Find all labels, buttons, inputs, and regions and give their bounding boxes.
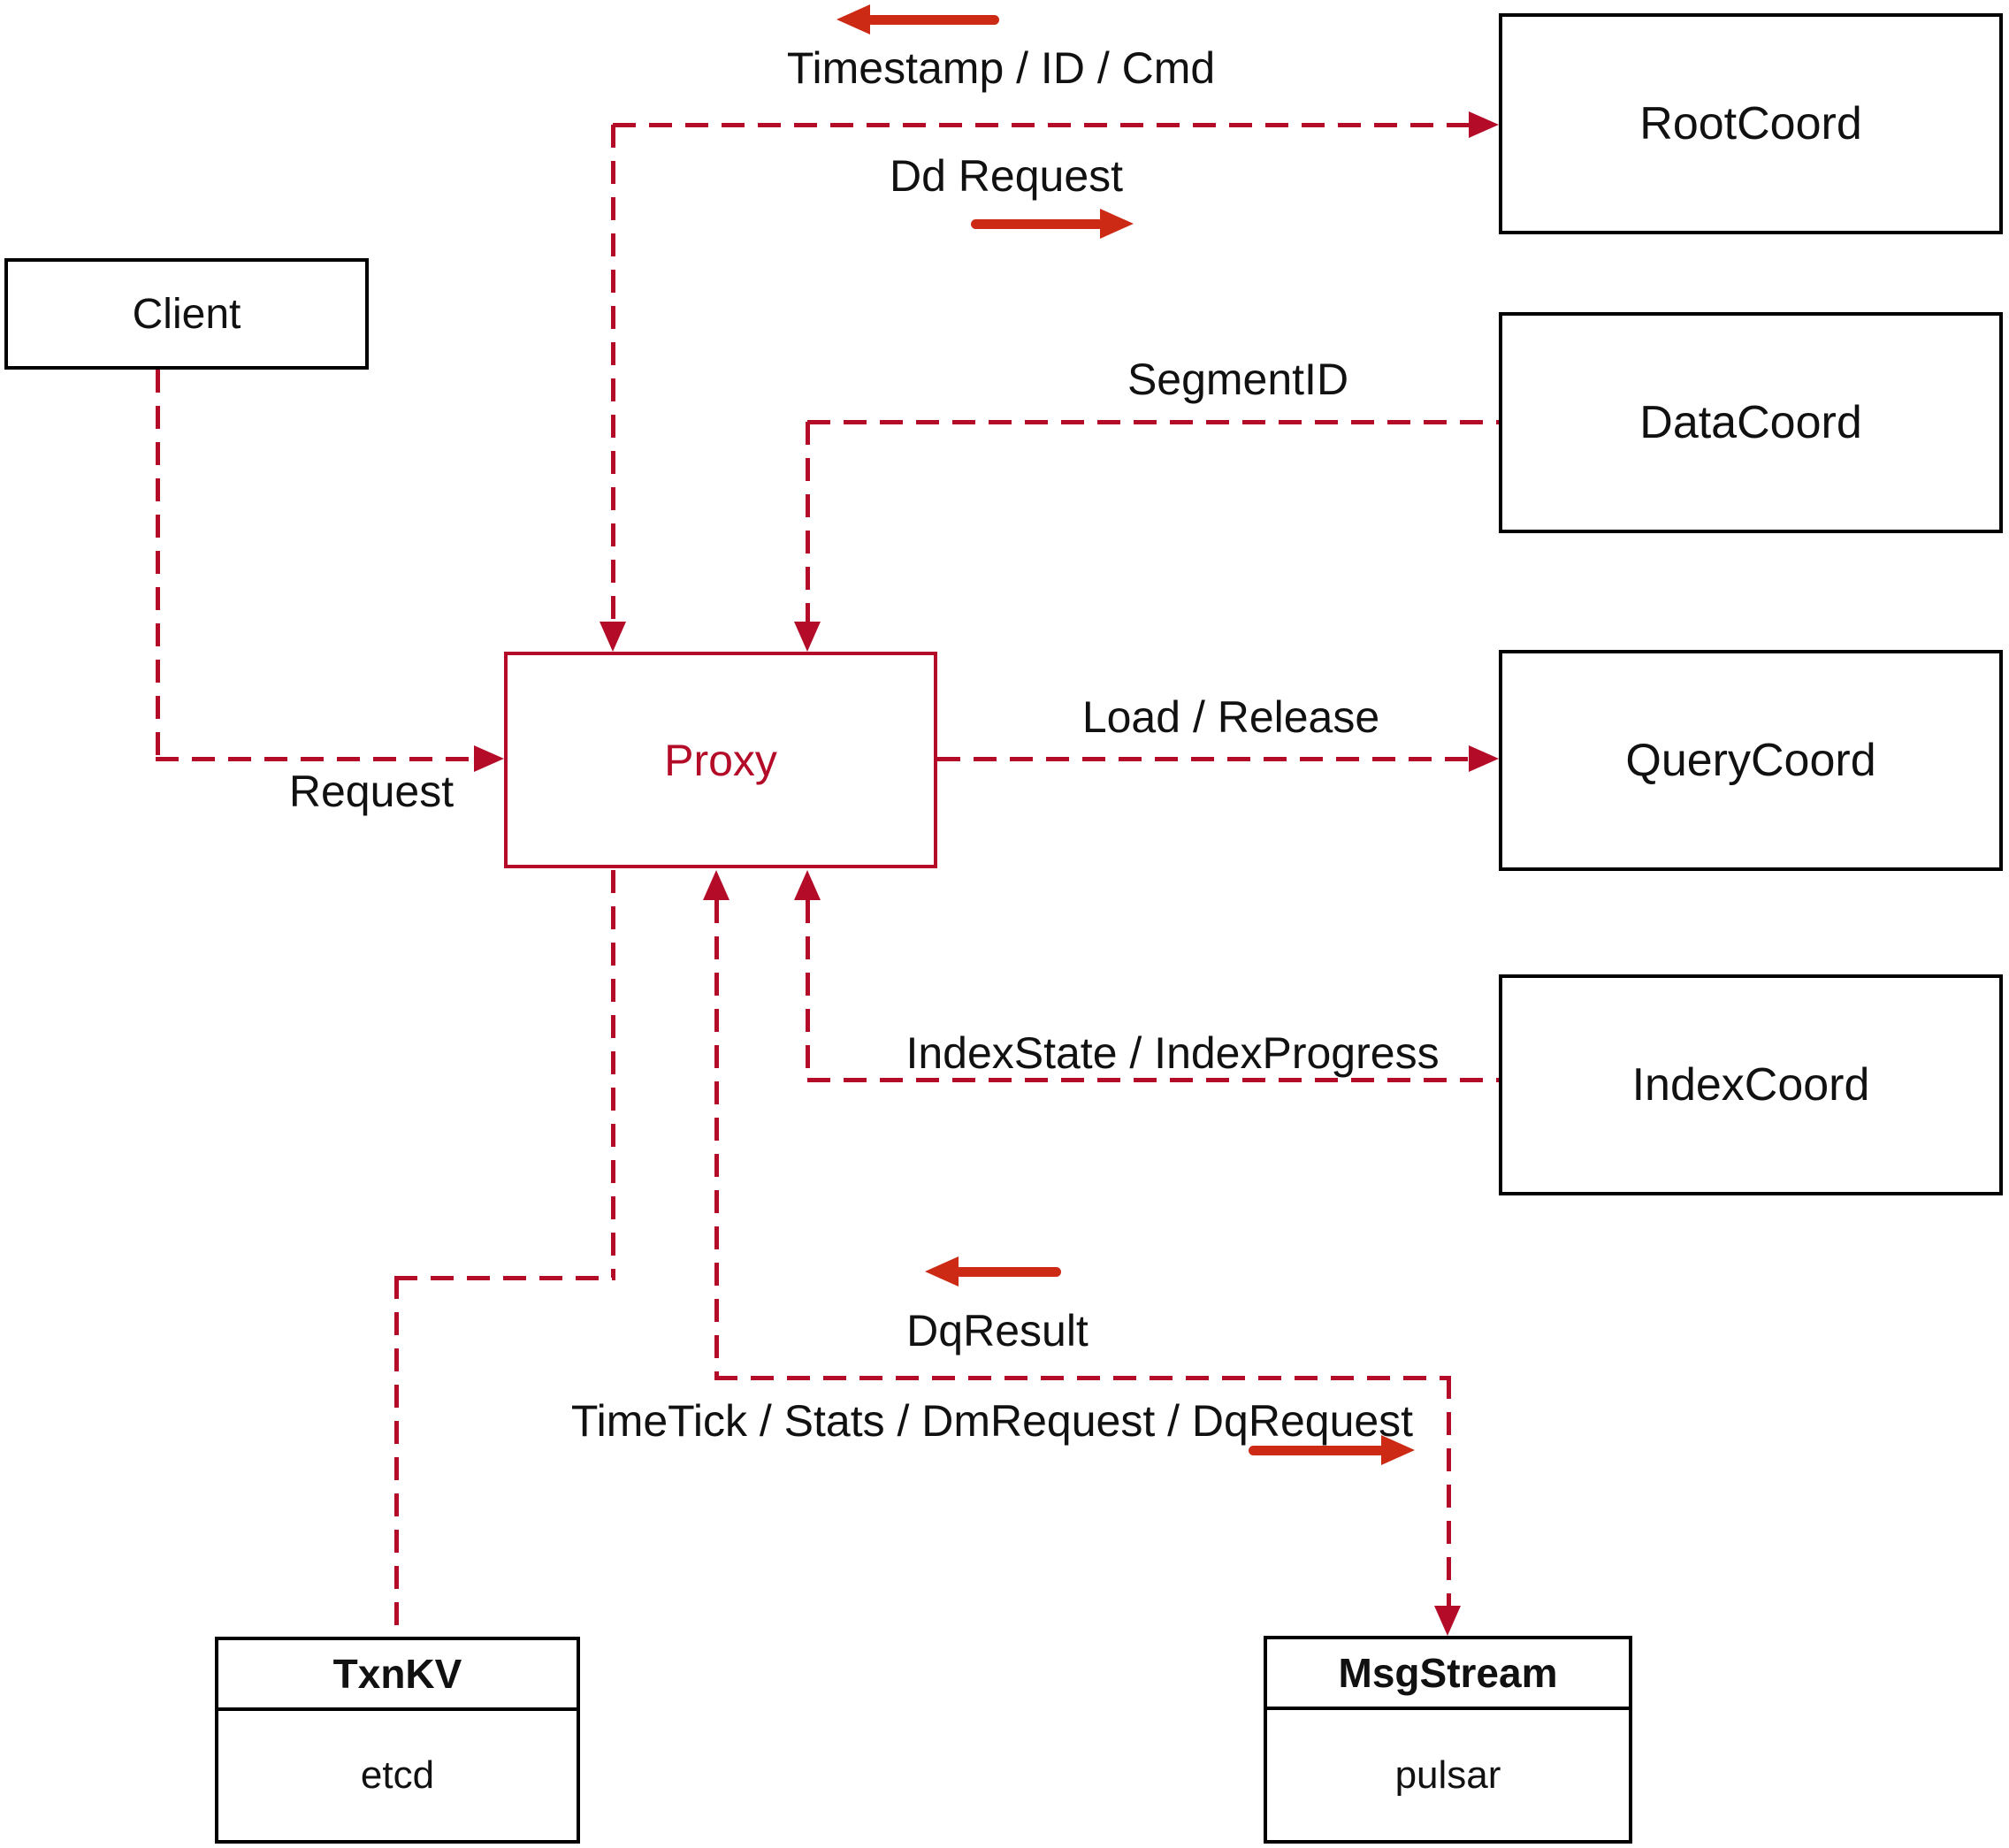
- node-querycoord-label: QueryCoord: [1625, 735, 1876, 786]
- edge-segmentid-label: SegmentID: [1127, 355, 1349, 404]
- node-querycoord: QueryCoord: [1499, 650, 2003, 871]
- node-txnkv: TxnKV etcd: [215, 1637, 580, 1844]
- node-msgstream-title: MsgStream: [1267, 1639, 1629, 1710]
- edge-client-proxy-arrowhead: [474, 745, 504, 772]
- node-proxy-label: Proxy: [664, 735, 777, 785]
- edge-datacoord-proxy-horizontal: [807, 420, 1499, 424]
- edge-indexstate-label: IndexState / IndexProgress: [905, 1028, 1440, 1078]
- edge-proxy-querycoord-horizontal: [937, 757, 1469, 761]
- edge-indexcoord-proxy-vertical: [806, 900, 810, 1080]
- send-arrow-head-rootcoord: [1100, 209, 1134, 239]
- node-datacoord: DataCoord: [1499, 312, 2003, 533]
- edge-proxy-msgstream-vertical-2: [1447, 1376, 1451, 1606]
- node-txnkv-impl: etcd: [360, 1753, 435, 1797]
- edge-proxy-msgstream-vertical-1: [714, 900, 719, 1378]
- edge-proxy-rootcoord-vertical: [611, 125, 615, 622]
- edge-client-proxy-vertical: [156, 370, 160, 760]
- node-proxy: Proxy: [504, 652, 937, 868]
- edge-msgstream-proxy-arrowhead: [703, 870, 730, 900]
- node-rootcoord-label: RootCoord: [1639, 98, 1862, 149]
- return-arrow-head-rootcoord: [836, 4, 870, 34]
- edge-dd-request-label: Dd Request: [889, 151, 1124, 201]
- edge-indexcoord-proxy-arrowhead: [794, 870, 821, 900]
- edge-proxy-msgstream-horizontal: [714, 1376, 1450, 1380]
- node-client: Client: [4, 258, 369, 370]
- edge-timestamp-label: Timestamp / ID / Cmd: [786, 43, 1216, 93]
- edge-timetick-label: TimeTick / Stats / DmRequest / DqRequest: [570, 1396, 1414, 1446]
- edge-proxy-rootcoord-horizontal: [613, 123, 1469, 127]
- edge-rootcoord-proxy-arrowhead: [600, 622, 626, 652]
- edge-datacoord-proxy-arrowhead: [794, 622, 821, 652]
- node-indexcoord: IndexCoord: [1499, 974, 2003, 1195]
- return-arrow-line-msgstream: [955, 1267, 1061, 1277]
- return-arrow-line-rootcoord: [867, 15, 999, 25]
- edge-request-label: Request: [288, 767, 455, 816]
- edge-proxy-rootcoord-arrowhead: [1469, 111, 1499, 138]
- return-arrow-head-msgstream: [925, 1256, 959, 1287]
- edge-datacoord-proxy-vertical: [806, 422, 810, 622]
- node-rootcoord: RootCoord: [1499, 13, 2003, 234]
- edge-proxy-querycoord-arrowhead: [1469, 745, 1499, 772]
- edge-proxy-txnkv-horizontal: [394, 1276, 615, 1280]
- edge-load-release-label: Load / Release: [1081, 692, 1380, 742]
- node-client-label: Client: [132, 290, 241, 338]
- node-txnkv-title: TxnKV: [218, 1640, 577, 1711]
- node-datacoord-label: DataCoord: [1639, 397, 1862, 448]
- node-msgstream-impl: pulsar: [1394, 1753, 1501, 1797]
- send-arrow-head-msgstream: [1381, 1435, 1415, 1465]
- edge-dqresult-label: DqResult: [906, 1306, 1089, 1355]
- node-msgstream: MsgStream pulsar: [1264, 1636, 1632, 1844]
- edge-indexcoord-proxy-horizontal: [807, 1078, 1499, 1082]
- node-indexcoord-label: IndexCoord: [1631, 1059, 1870, 1111]
- send-arrow-line-msgstream: [1249, 1446, 1385, 1455]
- edge-client-proxy-horizontal: [156, 757, 474, 761]
- edge-proxy-msgstream-arrowhead: [1434, 1606, 1461, 1636]
- edge-proxy-txnkv-vertical-2: [394, 1276, 399, 1637]
- edge-proxy-txnkv-vertical-1: [611, 870, 615, 1278]
- send-arrow-line-rootcoord: [971, 219, 1104, 229]
